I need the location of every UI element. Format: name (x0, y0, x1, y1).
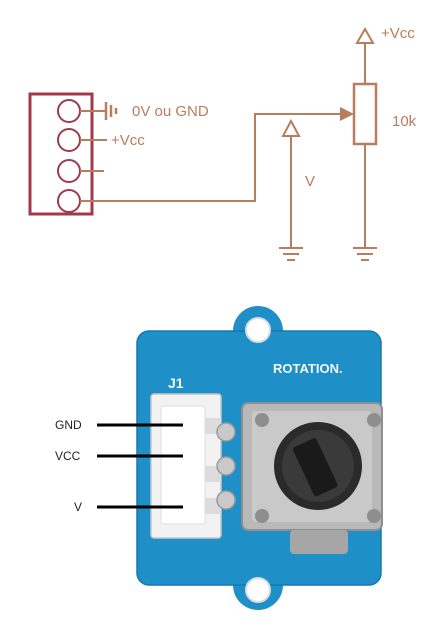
vcc-supply-arrow (355, 26, 375, 44)
potentiometer-rivet-2 (367, 413, 381, 427)
voltage-arrow (281, 118, 301, 137)
signal-wire (80, 113, 345, 202)
vcc-supply-label: +Vcc (381, 25, 415, 42)
connector-label: J1 (168, 375, 184, 391)
connector-pin-3 (57, 159, 81, 183)
schematic: 0V ou GND +Vcc +Vcc 10k V (28, 25, 417, 261)
grove-connector (150, 393, 222, 539)
voltage-ground-icon (279, 247, 303, 261)
wiper-arrow (340, 107, 354, 121)
solder-pad-3 (216, 490, 236, 510)
knob-slot (293, 438, 338, 497)
solder-pad-2 (216, 456, 236, 476)
mounting-hole-bottom (245, 577, 271, 603)
solder-pad-1 (216, 422, 236, 442)
connector-pin-1 (57, 99, 81, 123)
ground-reference-label: 0V ou GND (132, 103, 209, 120)
silkscreen-title: ROTATION. (273, 361, 343, 376)
connector-outline (28, 92, 94, 216)
potentiometer-resistor (352, 82, 378, 146)
connector-pin-2 (57, 128, 81, 152)
ground-reference-wire (80, 102, 118, 120)
voltage-label: V (305, 173, 315, 190)
potentiometer-rivet-3 (255, 509, 269, 523)
potentiometer-value-label: 10k (392, 113, 417, 130)
connector-latch-2 (205, 466, 221, 482)
pin-label-v: V (74, 500, 82, 514)
potentiometer-tab (290, 530, 348, 554)
vcc-pin-label: +Vcc (111, 132, 145, 149)
pin-label-vcc: VCC (55, 449, 81, 463)
potentiometer-ground-icon (353, 247, 377, 261)
rotation-module: ROTATION. J1 GND (55, 306, 383, 610)
pin-label-gnd: GND (55, 418, 82, 432)
connector-pin-4 (57, 189, 81, 213)
mounting-hole-top (245, 317, 271, 343)
potentiometer-rivet-1 (255, 413, 269, 427)
potentiometer-rivet-4 (367, 509, 381, 523)
